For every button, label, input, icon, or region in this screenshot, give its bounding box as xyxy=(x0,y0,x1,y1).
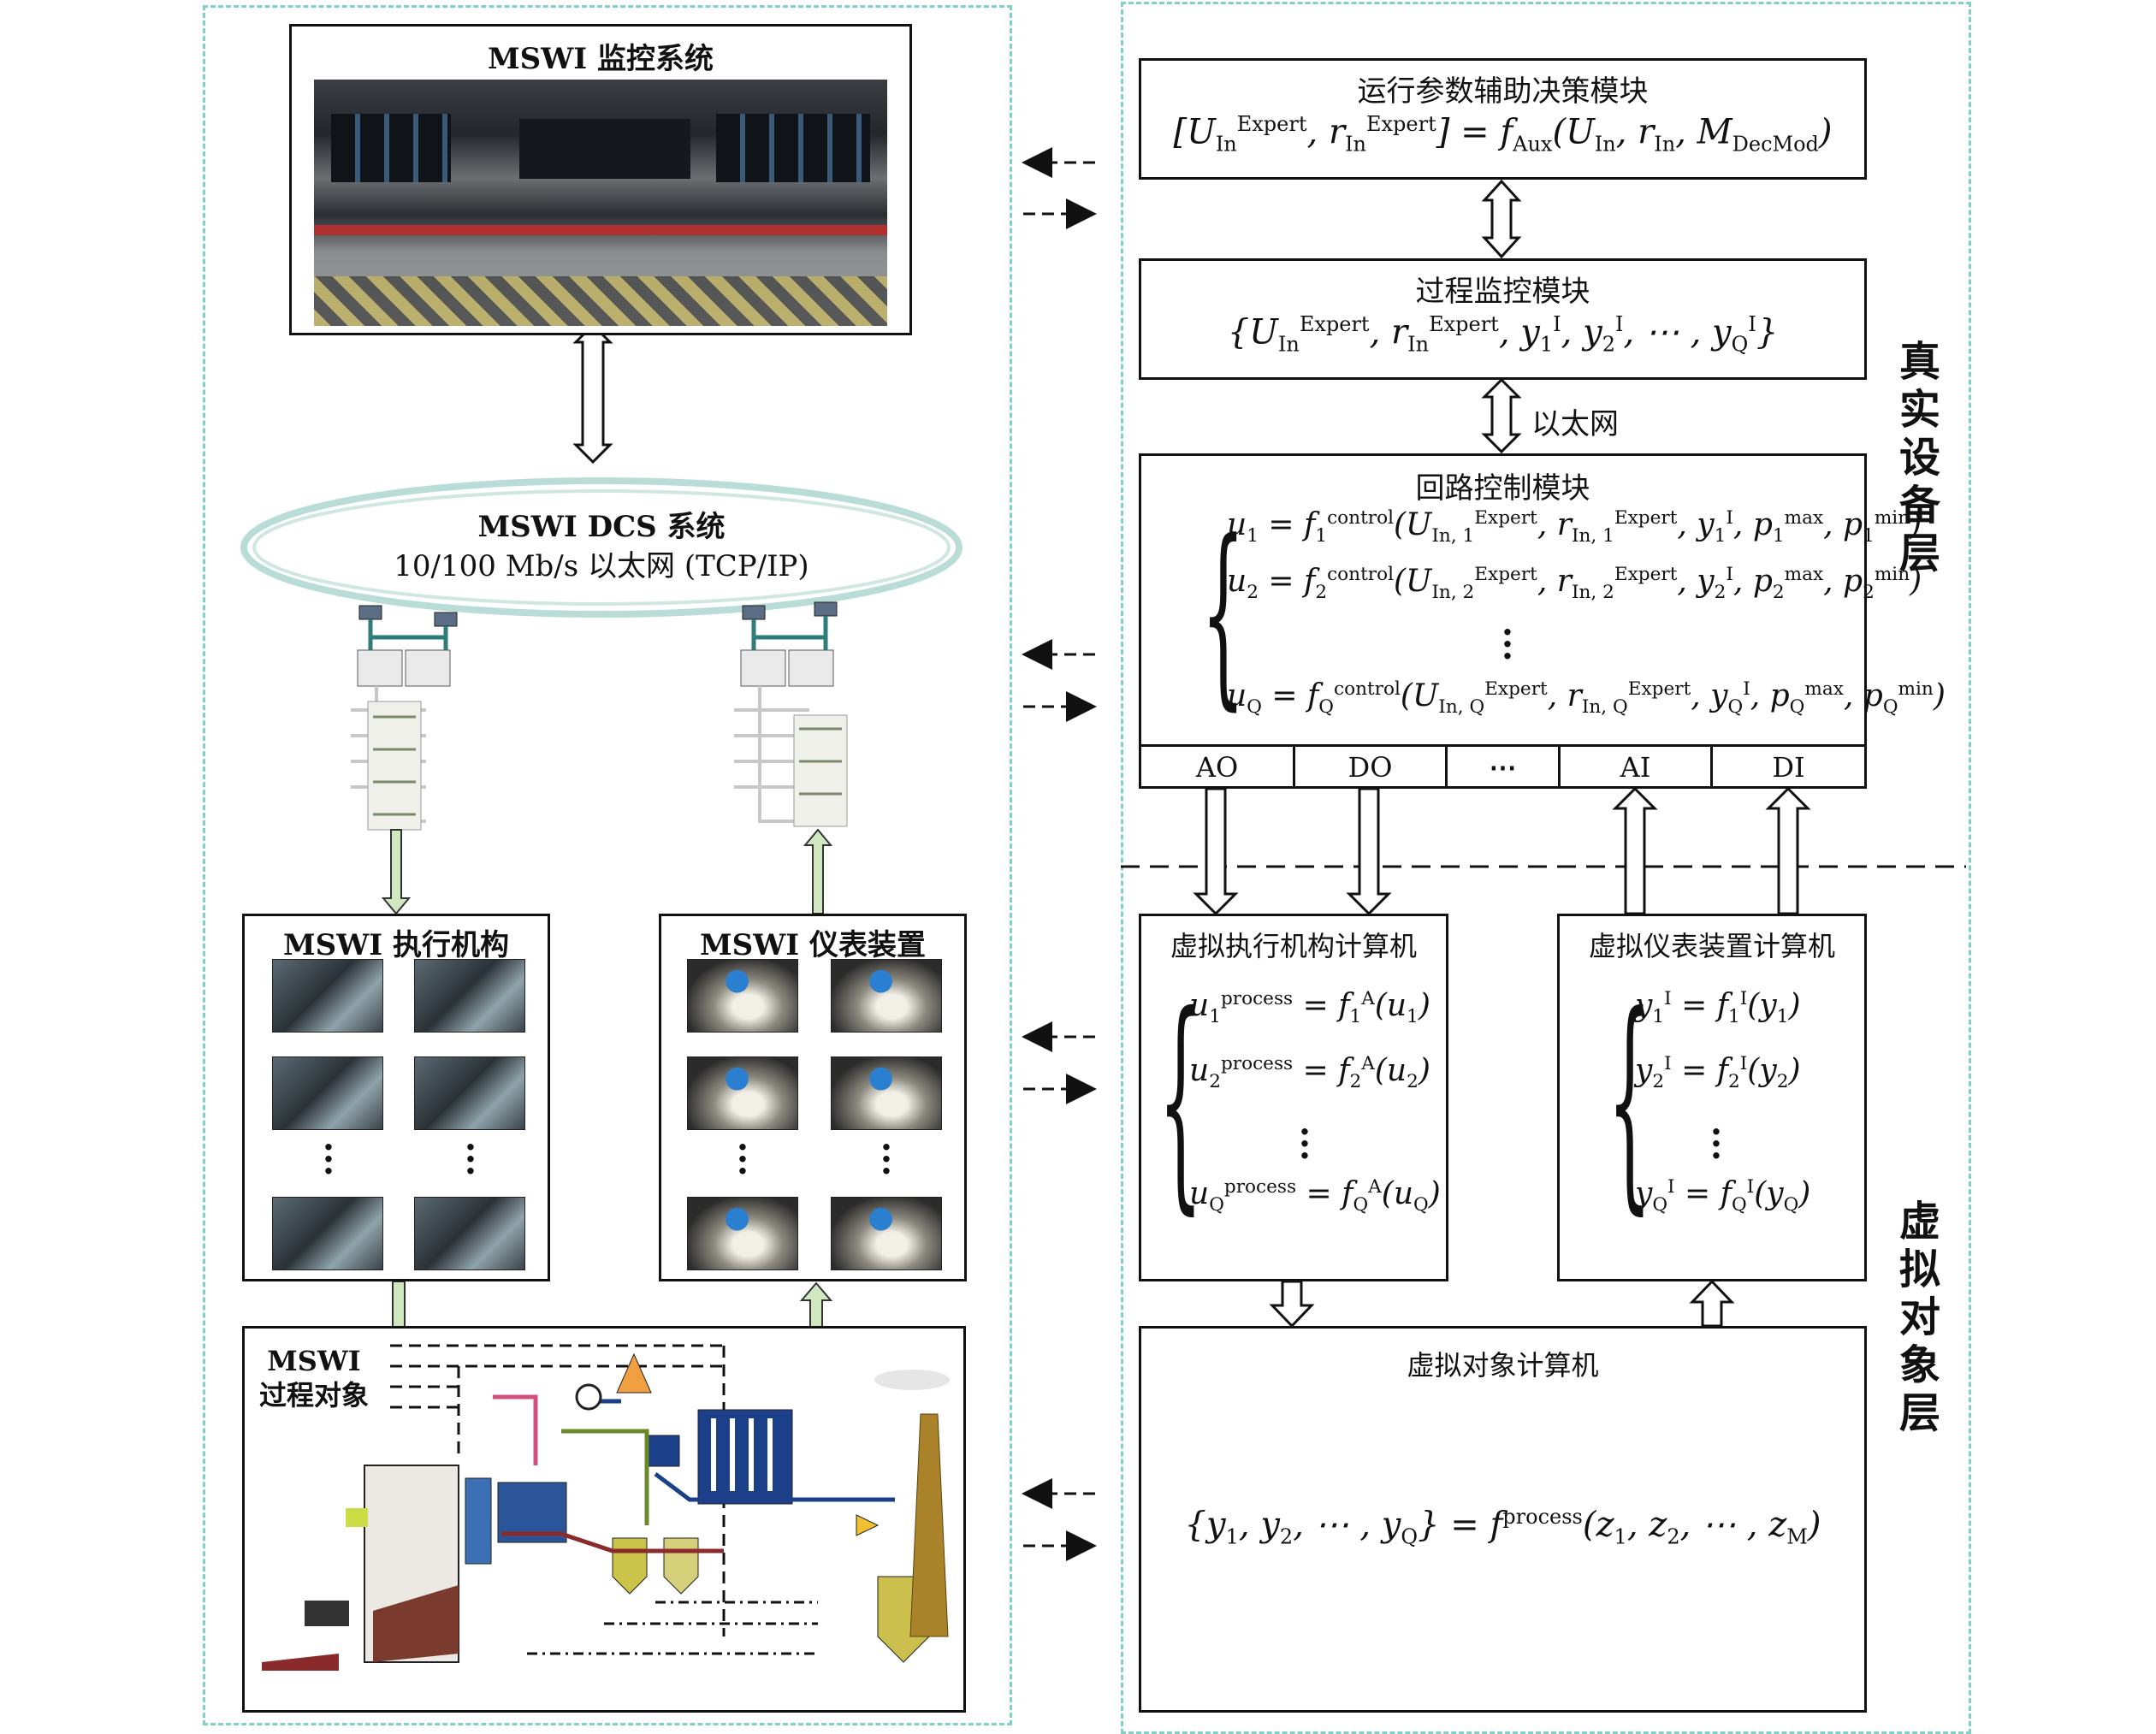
process-object-box: MSWI 过程对象 xyxy=(242,1326,966,1713)
actuator-photo xyxy=(414,1056,525,1130)
aux-decision-title: 运行参数辅助决策模块 xyxy=(1357,74,1649,109)
loop-control-title: 回路控制模块 xyxy=(1415,471,1590,506)
io-port-row: AO DO ⋯ AI DI xyxy=(1139,744,1867,789)
virtual-instrument-title: 虚拟仪表装置计算机 xyxy=(1588,930,1835,962)
aux-decision-module: 运行参数辅助决策模块 [UInExpert, rInExpert] = fAux… xyxy=(1139,58,1867,180)
dcs-io-rack-right xyxy=(734,601,848,827)
brace: { xyxy=(1158,965,1203,1234)
monitor-system-title: MSWI 监控系统 xyxy=(487,42,714,76)
io-port-more: ⋯ xyxy=(1448,747,1561,786)
process-monitor-module: 过程监控模块 {UInExpert, rInExpert, y1I, y2I, … xyxy=(1139,258,1867,380)
left-panel xyxy=(203,5,1012,1725)
vertical-ellipsis: ··· xyxy=(880,1127,892,1192)
process-monitor-formula: {UInExpert, rInExpert, y1I, y2I, ⋯ , yQI… xyxy=(1227,312,1779,357)
virtual-object-formula: {y1, y2, ⋯ , yQ} = fprocess(z1, z2, ⋯ , … xyxy=(1184,1505,1821,1549)
loop-control-module: 回路控制模块 { u1 = f1control(UIn, 1Expert, rI… xyxy=(1139,453,1946,789)
process-object-title: MSWI 过程对象 xyxy=(258,1345,369,1411)
io-port-di: DI xyxy=(1772,751,1805,784)
virtual-object-layer-label: 虚拟对象层 xyxy=(1898,1198,1940,1437)
vertical-ellipsis: ··· xyxy=(323,1127,335,1192)
virtual-instrument-eq-2: y2I = f2I(y2) xyxy=(1635,1053,1801,1093)
loop-eq-q: uQ = fQcontrol(UIn, QExpert, rIn, QExper… xyxy=(1227,678,1946,719)
instrument-photo xyxy=(831,1197,942,1270)
instrument-photo xyxy=(687,1197,798,1270)
instrument-photo xyxy=(687,959,798,1033)
incineration-process-diagram xyxy=(262,1344,950,1671)
io-port-ai: AI xyxy=(1561,747,1713,786)
actuator-photo xyxy=(414,959,525,1033)
actuator-photo xyxy=(272,1056,383,1130)
ethernet-label: 以太网 xyxy=(1531,407,1619,441)
actuator-photo xyxy=(272,959,383,1033)
instrument-photo xyxy=(831,1056,942,1130)
virtual-object-computer: 虚拟对象计算机 {y1, y2, ⋯ , yQ} = fprocess(z1, … xyxy=(1139,1326,1867,1713)
monitor-system-box: MSWI 监控系统 xyxy=(289,24,912,335)
instrument-photo xyxy=(687,1056,798,1130)
aux-decision-formula: [UInExpert, rInExpert] = fAux(UIn, rIn, … xyxy=(1173,112,1833,157)
vertical-ellipsis: ··· xyxy=(1710,1112,1722,1176)
virtual-actuator-computer: 虚拟执行机构计算机 { u1process = f1A(u1) u2proces… xyxy=(1139,914,1448,1281)
vertical-ellipsis: ··· xyxy=(465,1127,477,1192)
io-port-do: DO xyxy=(1295,747,1448,786)
virtual-instrument-eq-q: yQI = fQI(yQ) xyxy=(1635,1176,1811,1216)
brace: { xyxy=(1201,500,1246,728)
virtual-actuator-eq-2: u2process = f2A(u2) xyxy=(1189,1053,1430,1093)
dcs-subtitle: 10/100 Mb/s 以太网 (TCP/IP) xyxy=(394,549,809,583)
virtual-object-title: 虚拟对象计算机 xyxy=(1407,1349,1599,1382)
control-room-photo xyxy=(314,80,887,326)
actuator-photo xyxy=(414,1197,525,1270)
virtual-actuator-eq-1: u1process = f1A(u1) xyxy=(1189,988,1430,1028)
vertical-ellipsis: ··· xyxy=(1502,613,1513,677)
actuator-box: MSWI 执行机构 ··· ··· xyxy=(242,914,550,1281)
process-monitor-title: 过程监控模块 xyxy=(1415,275,1590,309)
virtual-instrument-computer: 虚拟仪表装置计算机 { y1I = f1I(y1) y2I = f2I(y2) … xyxy=(1557,914,1867,1281)
instrument-box: MSWI 仪表装置 ··· ··· xyxy=(659,914,967,1281)
actuator-title: MSWI 执行机构 xyxy=(282,928,510,962)
loop-eq-1: u1 = f1control(UIn, 1Expert, rIn, 1Exper… xyxy=(1227,507,1922,547)
instrument-title: MSWI 仪表装置 xyxy=(699,928,927,962)
dcs-io-rack-left xyxy=(351,605,458,831)
virtual-actuator-title: 虚拟执行机构计算机 xyxy=(1170,930,1417,962)
actuator-photo xyxy=(272,1197,383,1270)
virtual-actuator-eq-q: uQprocess = fQA(uQ) xyxy=(1189,1176,1441,1216)
io-port-ao: AO xyxy=(1141,747,1295,786)
real-device-layer-label: 真实设备层 xyxy=(1898,338,1940,577)
vertical-ellipsis: ··· xyxy=(1299,1112,1311,1176)
brace: { xyxy=(1608,965,1652,1234)
loop-eq-2: u2 = f2control(UIn, 2Expert, rIn, 2Exper… xyxy=(1227,564,1922,604)
instrument-photo xyxy=(831,959,942,1033)
virtual-instrument-eq-1: y1I = f1I(y1) xyxy=(1635,988,1801,1028)
dcs-title: MSWI DCS 系统 xyxy=(477,510,726,544)
vertical-ellipsis: ··· xyxy=(737,1127,749,1192)
